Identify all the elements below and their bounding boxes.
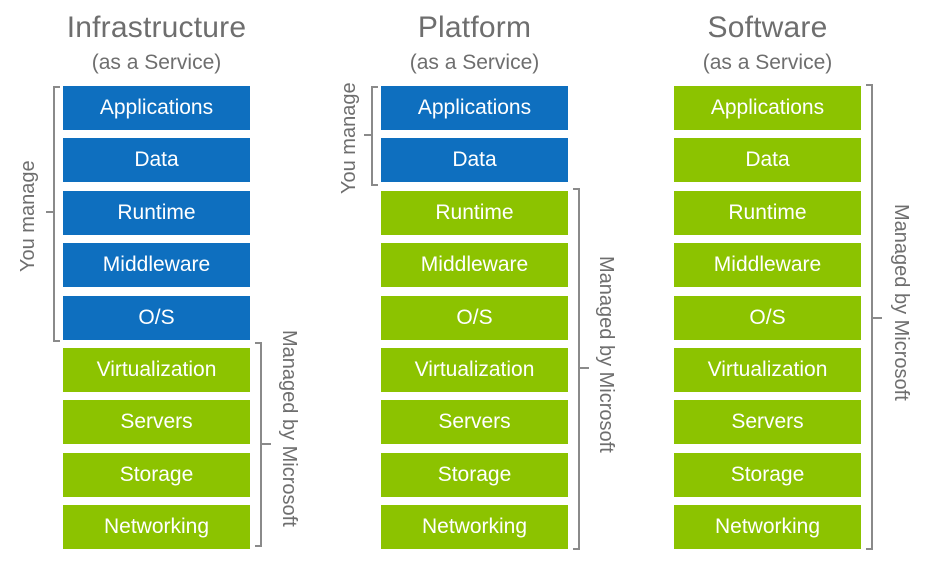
managed-bracket [866, 84, 873, 550]
layer-box: Middleware [674, 243, 861, 288]
layer-box: O/S [63, 295, 250, 340]
layer-box: Middleware [381, 243, 568, 288]
managed-bracket [573, 188, 580, 550]
column-title: Software [707, 11, 828, 44]
layer-box: Storage [63, 452, 250, 497]
column-subtitle: (as a Service) [702, 51, 833, 74]
layer-box: Networking [674, 505, 861, 550]
layer-box: Data [674, 138, 861, 183]
bracket-tick [873, 317, 882, 319]
layer-box: Applications [381, 86, 568, 130]
managed-label: Managed by Microsoft [278, 330, 300, 527]
layer-box: Networking [63, 505, 250, 550]
layer-box: Virtualization [381, 348, 568, 392]
layer-box: Runtime [63, 190, 250, 235]
column-subtitle: (as a Service) [91, 51, 222, 74]
column-subtitle: (as a Service) [409, 51, 540, 74]
layer-box: Servers [381, 400, 568, 445]
layer-box: Storage [674, 452, 861, 497]
managed-label: Managed by Microsoft [890, 204, 912, 401]
column-title: Infrastructure [66, 11, 247, 44]
you-manage-label: You manage [17, 160, 39, 272]
layer-box: Servers [674, 400, 861, 445]
managed-bracket [255, 342, 262, 547]
layer-box: O/S [674, 295, 861, 340]
you-manage-label: You manage [338, 82, 360, 194]
bracket-tick [46, 211, 55, 213]
layer-box: Middleware [63, 243, 250, 288]
bracket-tick [580, 367, 589, 369]
layer-box: Virtualization [674, 348, 861, 392]
layer-box: Data [63, 138, 250, 183]
layer-box: Applications [674, 86, 861, 130]
you-manage-bracket [371, 86, 378, 186]
layer-box: O/S [381, 295, 568, 340]
layer-box: Networking [381, 505, 568, 550]
layer-box: Applications [63, 86, 250, 130]
layer-box: Servers [63, 400, 250, 445]
column-title: Platform [417, 11, 532, 44]
bracket-tick [262, 443, 271, 445]
layer-box: Data [381, 138, 568, 183]
layer-box: Storage [381, 452, 568, 497]
you-manage-bracket [53, 86, 60, 342]
bracket-tick [364, 134, 373, 136]
layer-box: Virtualization [63, 348, 250, 392]
layer-box: Runtime [674, 190, 861, 235]
managed-label: Managed by Microsoft [595, 256, 617, 453]
layer-box: Runtime [381, 190, 568, 235]
